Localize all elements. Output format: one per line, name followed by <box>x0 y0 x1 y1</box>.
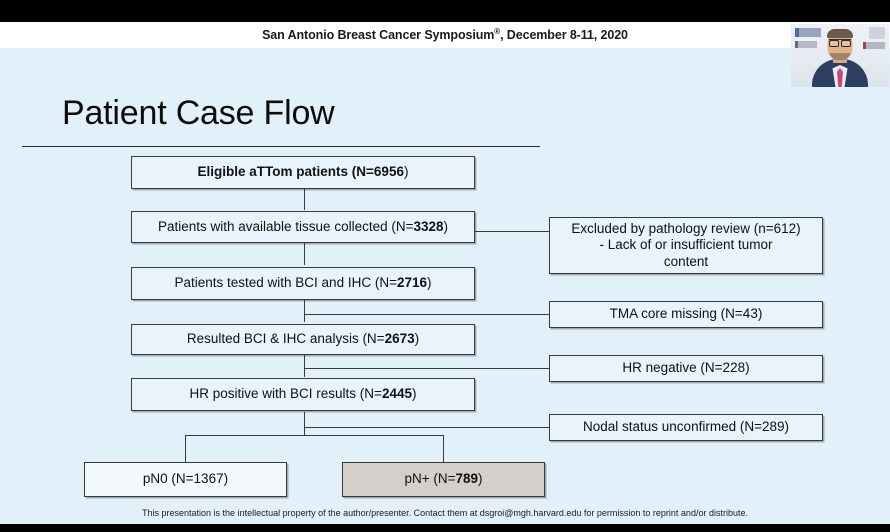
exclusion-box-nodal-unconfirmed[interactable]: Nodal status unconfirmed (N=289) <box>549 414 823 441</box>
institution-logo-secondary-icon <box>795 41 817 48</box>
connector-resulted-to-hrpos <box>304 355 305 377</box>
slide-canvas: San Antonio Breast Cancer Symposium®, De… <box>0 22 890 524</box>
exclusion-box-pathology-review[interactable]: Excluded by pathology review (n=612) - L… <box>549 217 823 274</box>
connector-split-to-pn0 <box>185 435 186 462</box>
flow-box-hr-positive-count: 2445 <box>381 386 412 402</box>
exclusion-pathology-line1: Excluded by pathology review (n=612) <box>571 220 801 236</box>
exclusion-box-tma-core-missing[interactable]: TMA core missing (N=43) <box>549 301 823 328</box>
page-title: Patient Case Flow <box>62 94 335 132</box>
exclusion-box-hr-negative[interactable]: HR negative (N=228) <box>549 355 823 382</box>
presenter-beard <box>830 53 850 60</box>
letterbox-bottom <box>0 524 890 532</box>
outcome-pn-plus-suffix: ) <box>478 471 483 487</box>
symposium-name: San Antonio Breast Cancer Symposium <box>262 28 495 43</box>
outcome-pn0-suffix: ) <box>223 471 229 487</box>
flow-box-resulted-suffix: ) <box>414 331 420 347</box>
flow-box-tissue-label: Patients with available tissue collected… <box>157 218 414 234</box>
title-divider <box>22 146 540 147</box>
presenter-video-thumbnail[interactable] <box>791 24 889 87</box>
presenter-hair <box>827 29 853 38</box>
connector-tested-to-resulted <box>304 300 305 322</box>
flow-box-tested-count: 2716 <box>396 275 428 291</box>
flow-box-eligible-suffix: ) <box>403 164 409 180</box>
outcome-pn-plus-count: 789 <box>455 471 479 487</box>
flow-box-tested[interactable]: Patients tested with BCI and IHC (N=2716… <box>131 267 475 300</box>
institution-logo-icon <box>795 28 821 37</box>
flow-box-tissue[interactable]: Patients with available tissue collected… <box>131 211 475 243</box>
connector-split-to-pnplus <box>443 435 444 462</box>
slide-header-bar: San Antonio Breast Cancer Symposium®, De… <box>0 22 890 48</box>
outcome-box-pn-plus[interactable]: pN+ (N=789) <box>342 462 545 497</box>
exclusion-nodal-label: Nodal status unconfirmed (N=289) <box>583 419 789 435</box>
flow-box-tissue-suffix: ) <box>443 218 449 234</box>
connector-tissue-to-tested <box>304 243 305 265</box>
outcome-pn0-label: pN0 (N=1367 <box>142 471 224 487</box>
flow-box-resulted[interactable]: Resulted BCI & IHC analysis (N=2673) <box>131 324 475 355</box>
flow-box-resulted-label: Resulted BCI & IHC analysis (N= <box>186 331 385 347</box>
sponsor-logo-icon <box>869 27 885 39</box>
flow-box-hr-positive-suffix: ) <box>411 386 417 402</box>
outcome-pn-plus-label: pN+ (N= <box>404 471 456 487</box>
sponsor-logo-secondary-icon <box>863 42 885 49</box>
registered-mark-icon: ® <box>494 27 501 36</box>
presenter-tie <box>837 68 843 87</box>
split-bar-outcomes <box>185 435 444 436</box>
letterbox-top <box>0 0 890 22</box>
flow-box-tested-label: Patients tested with BCI and IHC (N= <box>174 275 397 291</box>
symposium-header-title: San Antonio Breast Cancer Symposium®, De… <box>0 27 890 42</box>
connector-eligible-to-tissue <box>304 188 305 210</box>
flow-box-hr-positive[interactable]: HR positive with BCI results (N=2445) <box>131 378 475 411</box>
presenter-glasses-icon <box>829 39 851 47</box>
exclusion-pathology-line3: content <box>663 253 709 269</box>
flow-box-eligible-label: Eligible aTTom patients (N=6956 <box>197 164 404 180</box>
exclusion-pathology-line2: - Lack of or insufficient tumor <box>599 237 773 253</box>
flow-box-tissue-count: 3328 <box>413 218 444 234</box>
branch-to-nodal-unconfirmed <box>304 427 549 428</box>
exclusion-hr-negative-label: HR negative (N=228) <box>622 360 750 376</box>
flow-box-tested-suffix: ) <box>427 275 432 291</box>
copyright-footer: This presentation is the intellectual pr… <box>142 508 748 518</box>
flow-box-resulted-count: 2673 <box>384 331 415 347</box>
flow-box-eligible[interactable]: Eligible aTTom patients (N=6956) <box>131 156 475 189</box>
connector-hrpos-to-split <box>304 412 305 436</box>
outcome-box-pn0[interactable]: pN0 (N=1367) <box>84 462 287 497</box>
branch-to-hr-negative <box>304 368 549 369</box>
exclusion-tma-label: TMA core missing (N=43) <box>609 306 763 322</box>
symposium-dates: , December 8-11, 2020 <box>500 28 628 43</box>
flow-box-hr-positive-label: HR positive with BCI results (N= <box>189 386 382 402</box>
branch-to-tma-core-missing <box>304 314 549 315</box>
